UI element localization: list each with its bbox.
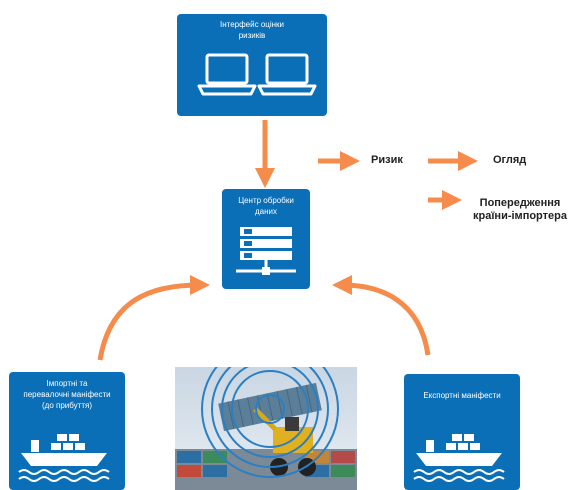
arrow-import-to-datacenter [97,275,210,361]
export-manifests-title: Експортні маніфести [423,391,501,400]
data-center-title: Центр обробки даних [238,196,294,216]
container-port-photo [175,367,357,490]
risk-label: Ризик [371,154,403,166]
laptop-icon [197,53,317,96]
server-icon [236,227,296,275]
risk-interface-title: Інтерфейс оцінки ризиків [219,20,285,40]
review-label: Огляд [493,154,527,166]
export-manifests-box: Експортні маніфести [404,374,520,490]
cargo-ship-icon [18,434,110,482]
importer-warning-label: Попередження країни-імпортера [473,197,567,222]
container-crane-image [175,367,357,490]
signal-rings [201,367,339,478]
import-manifests-title: Імпортні та перевалочні маніфести (до пр… [23,379,111,410]
cargo-ship-icon [413,434,505,482]
risk-interface-box: Інтерфейс оцінки ризиків [177,14,327,116]
data-center-box: Центр обробки даних [222,189,310,289]
arrow-export-to-datacenter [332,275,431,356]
import-manifests-box: Імпортні та перевалочні маніфести (до пр… [9,372,125,490]
